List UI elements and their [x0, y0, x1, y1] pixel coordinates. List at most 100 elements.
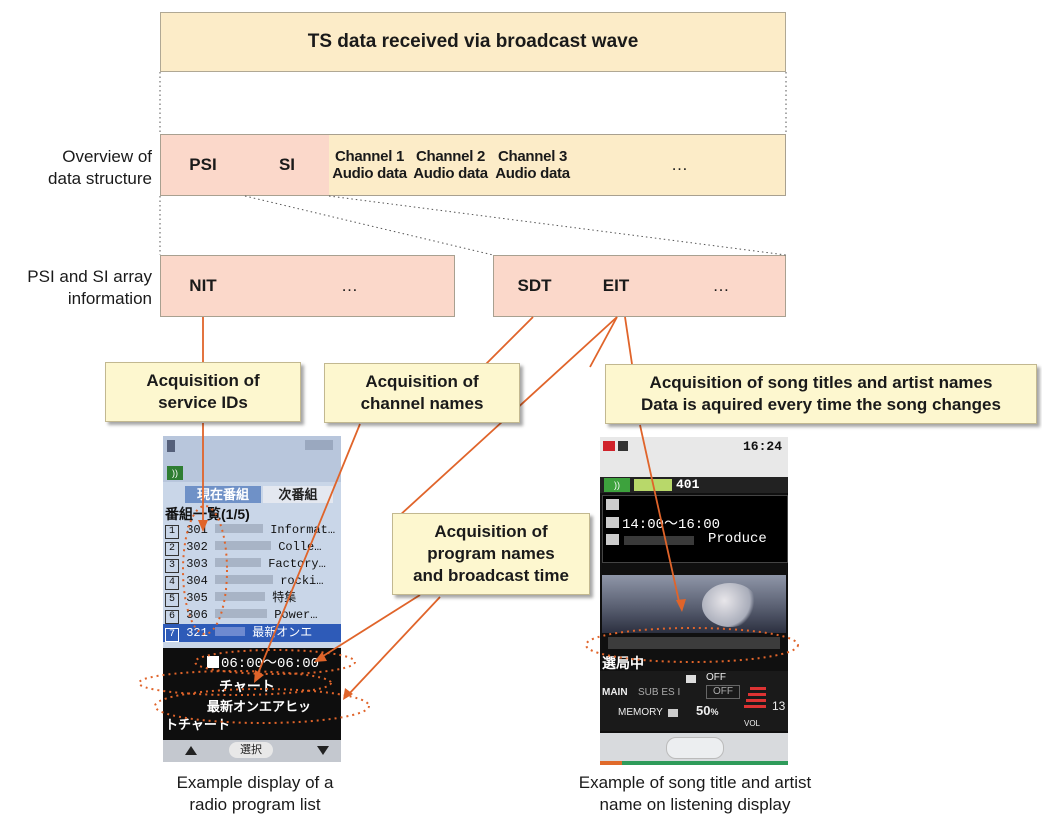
- program-blur: [624, 536, 694, 545]
- program-row[interactable]: 6 306 Power…: [165, 607, 341, 624]
- song-title-blur: [608, 637, 780, 649]
- arrowhead: [198, 520, 208, 532]
- connector-program-1: [319, 594, 421, 659]
- arrowhead: [314, 652, 327, 662]
- radio-icon: )): [167, 466, 183, 480]
- highlight-channel-name: [138, 670, 332, 696]
- caption-right-line2: name on listening display: [599, 795, 791, 815]
- row-num: 7: [165, 628, 179, 642]
- radio-icon: )): [604, 478, 630, 492]
- status-bar: [600, 437, 788, 477]
- row-ch: 304: [186, 574, 208, 588]
- signal-icon: [618, 441, 628, 451]
- callout-channel-names-line1: Acquisition of: [365, 371, 479, 391]
- psi-si-row-label: PSI and SI array information: [0, 266, 152, 310]
- row-blur: [215, 541, 272, 550]
- callout-service-ids: Acquisition of service IDs: [105, 362, 301, 422]
- row-num: 1: [165, 525, 179, 539]
- callout-program-names-line1: Acquisition of: [434, 521, 548, 541]
- row-ch: 302: [186, 540, 208, 554]
- listening-display-screenshot: 16:24 )) 401 14:00〜16:00 Produce 選局中 OFF…: [600, 437, 788, 765]
- clock-text: 16:24: [742, 439, 782, 454]
- softkey-down-button[interactable]: [317, 746, 329, 755]
- program-row[interactable]: 4 304 rocki…: [165, 573, 341, 590]
- callout-program-names: Acquisition of program names and broadca…: [392, 513, 590, 595]
- row-blur: [215, 575, 274, 584]
- off-label-2[interactable]: OFF: [706, 685, 740, 699]
- timer-icon: [686, 675, 696, 683]
- dpad-button[interactable]: [666, 737, 724, 759]
- row-blur: [215, 524, 264, 533]
- connector-eit-1: [589, 316, 618, 368]
- connector-sdt: [485, 316, 534, 365]
- row-num: 3: [165, 559, 179, 573]
- row-blur: [215, 609, 268, 618]
- arrowhead: [343, 688, 353, 700]
- psi-si-label-line2: information: [67, 289, 152, 309]
- mail-icon: [603, 441, 615, 451]
- channel-3-cell: Channel 3 Audio data: [491, 134, 575, 196]
- vol-label: VOL: [744, 719, 761, 728]
- overview-label-line1: Overview of: [62, 147, 152, 166]
- row-blur: [215, 592, 266, 601]
- row-num: 2: [165, 542, 179, 556]
- tab-current: 現在番組: [185, 486, 261, 503]
- callout-service-ids-line2: service IDs: [158, 393, 248, 412]
- channel-1-cell: Channel 1 Audio data: [329, 134, 411, 196]
- psi-cell: PSI: [160, 134, 246, 196]
- row-name: rocki…: [280, 574, 324, 588]
- row-ch: 305: [186, 591, 208, 605]
- channel-1-name: Channel 1: [335, 147, 404, 165]
- sdt-cell: SDT: [493, 255, 576, 317]
- highlight-song-title: [585, 627, 799, 663]
- highlight-service-ids: [182, 505, 228, 635]
- main-label: MAIN: [602, 687, 628, 698]
- tab-next: 次番組: [263, 486, 333, 503]
- row-name: 最新オンエ: [252, 626, 313, 640]
- overview-row-label: Overview of data structure: [10, 146, 152, 190]
- psi-si-label-line1: PSI and SI array: [27, 267, 152, 286]
- sub-label: SUB ES I: [638, 687, 681, 698]
- info-panel: [602, 495, 788, 563]
- program-row[interactable]: 2 302 Colle…: [165, 539, 341, 556]
- row-ch: 303: [186, 557, 208, 571]
- callout-program-names-line2: program names: [427, 543, 555, 563]
- nit-more-cell: …: [245, 255, 455, 317]
- dotted-guide: [244, 195, 494, 256]
- row-num: 5: [165, 593, 179, 607]
- off-label-1: OFF: [706, 672, 726, 683]
- clock-blur: [305, 440, 333, 450]
- callout-song-titles: Acquisition of song titles and artist na…: [605, 364, 1037, 424]
- row-name: Factory…: [268, 557, 326, 571]
- connector-program-2: [347, 596, 441, 696]
- program-row[interactable]: 3 303 Factory…: [165, 556, 341, 573]
- program-list: 1 301 Informat… 2 302 Colle… 3 303 Facto…: [163, 522, 341, 642]
- overview-label-line2: data structure: [48, 169, 152, 189]
- row-ch: 306: [186, 608, 208, 622]
- channel-2-name: Channel 2: [416, 147, 485, 165]
- ts-data-header: TS data received via broadcast wave: [160, 12, 786, 72]
- row-name: Power…: [274, 608, 318, 622]
- row-num: 6: [165, 610, 179, 624]
- list-title: 番組一覧(1/5): [165, 506, 250, 522]
- softkey-up-button[interactable]: [185, 746, 197, 755]
- callout-song-titles-line1: Acquisition of song titles and artist na…: [649, 372, 993, 392]
- dotted-guide: [328, 195, 787, 256]
- select-button[interactable]: 選択: [229, 742, 273, 758]
- arrowhead: [676, 599, 686, 612]
- row-num: 4: [165, 576, 179, 590]
- caption-right: Example of song title and artist name on…: [540, 772, 850, 816]
- highlight-time: [194, 649, 356, 675]
- channel-1-sub: Audio data: [332, 165, 407, 182]
- callout-service-ids-line1: Acquisition of: [146, 370, 260, 390]
- row-ch: 321: [186, 626, 208, 640]
- callout-channel-names-line2: channel names: [360, 394, 484, 413]
- radio-program-list-screenshot: )) 現在番組 次番組 番組一覧(1/5) 1 301 Informat… 2 …: [163, 436, 341, 762]
- program-row-selected[interactable]: 7 321 最新オンエ: [163, 624, 341, 642]
- program-name-2: 最新オンエアヒッ: [207, 699, 312, 714]
- callout-song-titles-line2: Data is aquired every time the song chan…: [641, 395, 1001, 414]
- memory-percent: 50%: [696, 703, 718, 718]
- caption-right-line1: Example of song title and artist: [578, 773, 812, 792]
- arrowhead: [254, 670, 264, 683]
- row-blur: [215, 558, 262, 567]
